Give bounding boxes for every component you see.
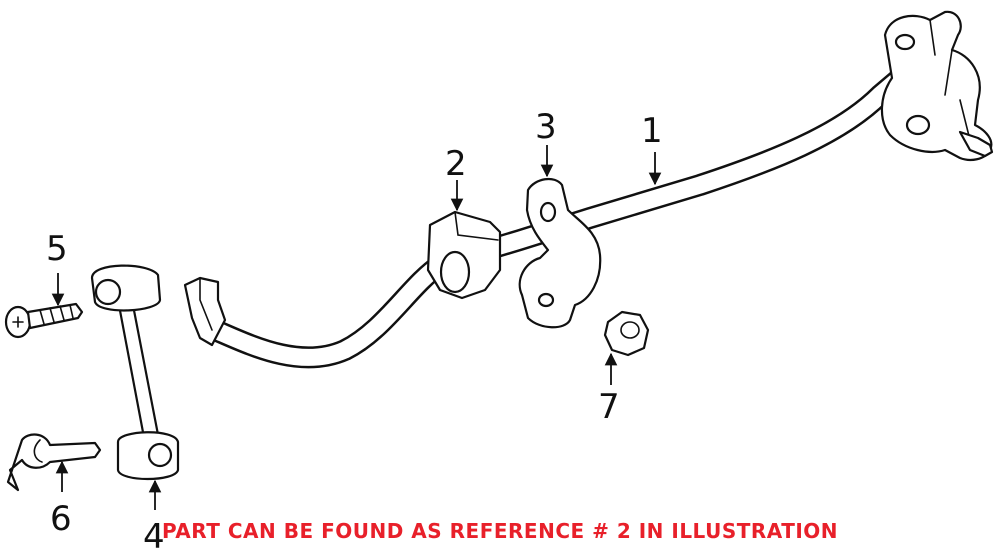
callout-4: 4: [143, 517, 165, 551]
reference-caption: PART CAN BE FOUND AS REFERENCE # 2 IN IL…: [161, 519, 839, 543]
leader-arrows: [51, 145, 662, 510]
stabilizer-bushing: [426, 210, 502, 300]
callout-1: 1: [641, 111, 663, 151]
bushing-bracket: [518, 177, 602, 329]
callout-7: 7: [598, 387, 620, 427]
callout-2: 2: [445, 144, 467, 184]
hex-nut: [603, 310, 650, 357]
bolt: [4, 302, 84, 339]
callout-5: 5: [46, 229, 68, 269]
retaining-pin: [6, 433, 102, 492]
stabilizer-link: [90, 264, 180, 480]
right-end-link-assembly: [880, 10, 994, 161]
callout-3: 3: [535, 107, 557, 147]
callout-6: 6: [50, 499, 72, 539]
